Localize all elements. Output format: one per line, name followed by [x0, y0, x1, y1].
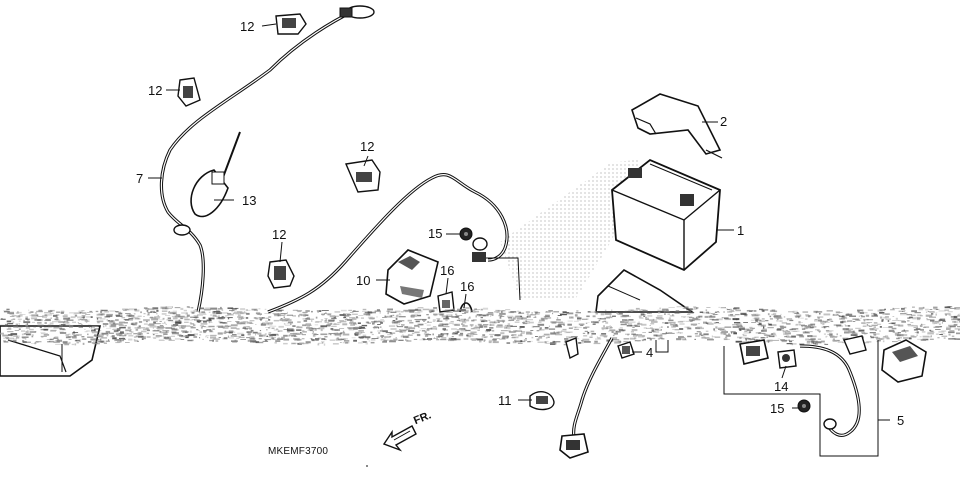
callout-12-lower: 12 [272, 227, 287, 242]
callout-13: 13 [242, 193, 257, 208]
callout-4: 4 [646, 345, 654, 360]
right-cable-terminal [823, 418, 837, 430]
cable-grommet [173, 224, 191, 236]
part-16-block [437, 291, 455, 313]
battery-1 [611, 158, 721, 272]
callout-12-left: 12 [148, 83, 163, 98]
bracket-5 [723, 340, 890, 457]
bolt-15-lower [797, 399, 811, 413]
clip-11 [529, 391, 555, 411]
right-connector-left [739, 339, 769, 365]
right-connector-mid [777, 349, 797, 369]
callout-16-left: 16 [440, 263, 455, 278]
battery-band-2 [631, 93, 723, 159]
callout-12-top: 12 [240, 19, 255, 34]
callout-7: 7 [136, 171, 144, 186]
callout-14: 14 [774, 379, 789, 394]
diagram-code: MKEMF3700 [268, 446, 329, 457]
callout-15-upper: 15 [428, 226, 443, 241]
left-cable [159, 10, 353, 313]
right-connector-far [881, 339, 927, 383]
bolt-15-upper [459, 227, 473, 241]
callout-16-right: 16 [460, 279, 475, 294]
callout-12-middle: 12 [360, 139, 375, 154]
clip-12-left [177, 77, 201, 107]
right-connector-small [843, 335, 867, 355]
dotted-projection [500, 160, 640, 300]
callout-2: 2 [720, 114, 728, 129]
callout-5: 5 [897, 413, 905, 428]
middle-cable-terminal [472, 237, 488, 262]
leader-lines [148, 23, 800, 409]
callout-11: 11 [498, 393, 512, 408]
cable-terminal-top [339, 5, 375, 19]
callout-1: 1 [737, 223, 745, 238]
clip-12-lower [267, 259, 295, 289]
clip-12-middle [345, 159, 381, 193]
small-connector [565, 337, 579, 360]
callout-15-lower: 15 [770, 401, 785, 416]
scan-noise-band [0, 306, 960, 346]
lower-cable-terminal [559, 433, 589, 459]
front-arrow-icon [382, 425, 417, 452]
lower-cable [572, 337, 614, 439]
cable-tie-13 [190, 131, 241, 218]
clip-12-top [275, 13, 307, 35]
nut-4 [617, 341, 635, 359]
callout-10: 10 [356, 273, 371, 288]
relay-10 [385, 249, 439, 305]
battery-tray-4 [595, 269, 695, 313]
